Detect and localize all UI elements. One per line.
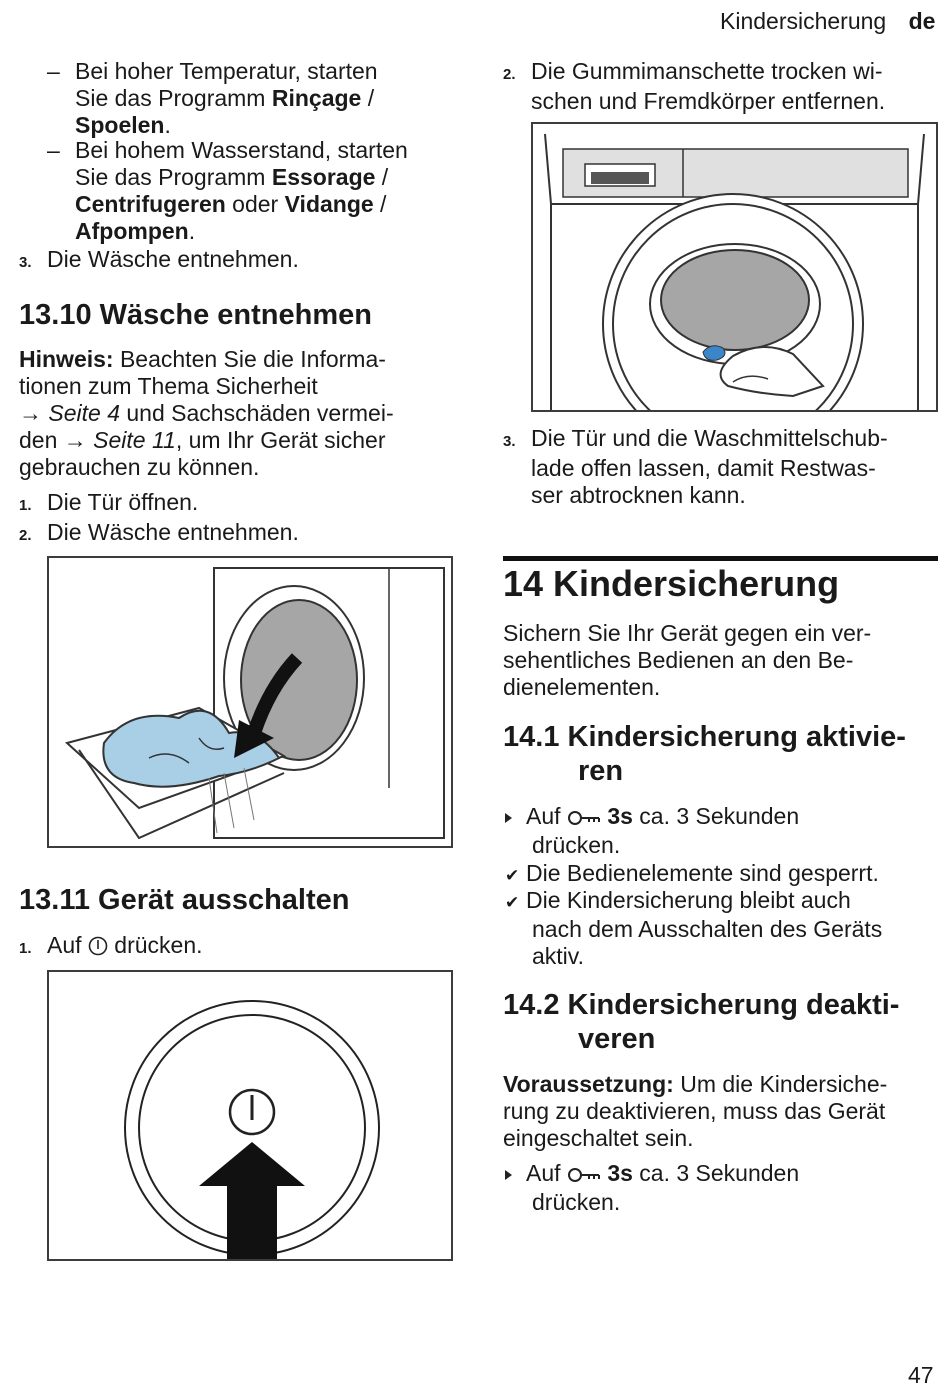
chapter-14-title: 14 Kindersicherung xyxy=(503,563,840,604)
step-1-press-power: 1.Auf drücken. xyxy=(19,932,203,962)
step-3-leave-open: 3.Die Tür und die Waschmittelschub- lade… xyxy=(503,425,888,508)
figure-laundry-removal xyxy=(47,556,453,848)
heading-14-2: 14.2 Kindersicherung deakti- veren xyxy=(503,989,900,1055)
header-lang: de xyxy=(908,8,936,34)
result-1: ✔Die Bedienelemente sind gesperrt. xyxy=(505,860,945,889)
action-arrow-icon xyxy=(505,1169,512,1180)
key-icon xyxy=(567,1162,601,1189)
result-2: ✔Die Kindersicherung bleibt auch nach de… xyxy=(505,887,883,969)
figure-power-button xyxy=(47,970,453,1261)
prerequisite: Voraussetzung: Um die Kindersiche- rung … xyxy=(503,1071,888,1151)
chapter-rule xyxy=(503,556,938,561)
heading-13-11: 13.11 Gerät ausschalten xyxy=(19,884,350,916)
page-ref-link[interactable]: Seite 4 xyxy=(48,400,120,426)
dash-item-1: –Bei hoher Temperatur, starten Sie das P… xyxy=(47,58,378,138)
action-arrow-icon xyxy=(505,812,512,823)
action-activate: Auf 3s ca. 3 Sekunden drücken. xyxy=(505,803,945,859)
step-3-remove-laundry: 3.Die Wäsche entnehmen. xyxy=(19,246,299,272)
power-icon xyxy=(88,935,108,962)
running-header: Kindersicherung de xyxy=(720,8,935,35)
check-icon: ✔ xyxy=(505,866,520,885)
page-number: 47 xyxy=(908,1362,934,1388)
step-1-open-door: 1.Die Tür öffnen. xyxy=(19,489,199,515)
step-2-wipe-gasket: 2.Die Gummimanschette trocken wi- schen … xyxy=(503,58,886,114)
header-section: Kindersicherung xyxy=(720,8,887,34)
note-13-10: Hinweis: Beachten Sie die Informa- tione… xyxy=(19,346,394,480)
heading-13-10: 13.10 Wäsche entnehmen xyxy=(19,299,372,331)
chapter-14-intro: Sichern Sie Ihr Gerät gegen ein ver- seh… xyxy=(503,620,872,700)
action-deactivate: Auf 3s ca. 3 Sekunden drücken. xyxy=(505,1160,945,1216)
heading-14-1: 14.1 Kindersicherung aktivie- ren xyxy=(503,721,906,787)
check-icon: ✔ xyxy=(505,893,520,912)
figure-wipe-gasket xyxy=(531,122,938,412)
key-icon xyxy=(567,805,601,832)
step-2-remove-laundry: 2.Die Wäsche entnehmen. xyxy=(19,519,299,545)
page-ref-link[interactable]: Seite 11 xyxy=(93,427,176,453)
dash-item-2: –Bei hohem Wasserstand, starten Sie das … xyxy=(47,137,408,244)
